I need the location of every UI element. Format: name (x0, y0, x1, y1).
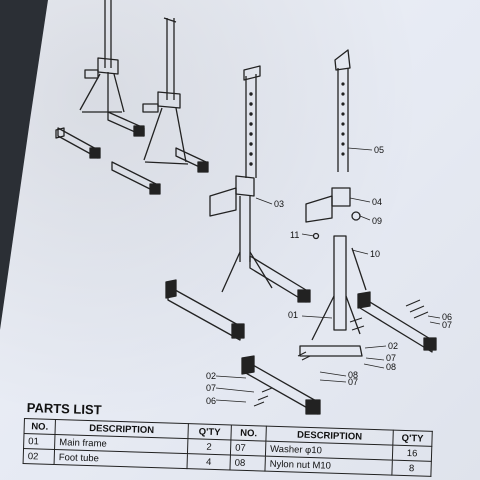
callout-02-left: 02 (206, 371, 216, 381)
header-qty-2: Q'TY (392, 430, 433, 447)
row-2-no: 02 (23, 448, 55, 465)
callout-07-center: 07 (348, 377, 358, 387)
rack-illustration-small-right (111, 17, 209, 195)
row-2-qty-2: 8 (391, 460, 432, 477)
row-1-qty-2: 16 (392, 445, 432, 462)
header-qty: Q'TY (187, 423, 232, 441)
callout-04: 04 (372, 197, 382, 207)
callout-03: 03 (274, 199, 284, 209)
callout-06-left: 06 (206, 396, 216, 406)
callout-07-left: 07 (206, 383, 216, 393)
header-no-2: NO. (230, 425, 267, 442)
callout-01: 01 (288, 310, 298, 320)
callout-11: 11 (290, 230, 299, 240)
callout-08-right: 08 (386, 362, 396, 372)
callout-05: 05 (374, 145, 384, 155)
row-1-no: 01 (23, 433, 55, 450)
parts-list-title: PARTS LIST (26, 400, 102, 418)
callout-07-far-right: 07 (442, 320, 452, 330)
row-2-qty: 4 (186, 453, 231, 470)
rack-illustration-exploded (241, 49, 437, 415)
callout-07-right: 07 (386, 353, 396, 363)
callout-leaders (215, 147, 441, 403)
rack-illustration-main (165, 65, 311, 341)
header-no: NO. (24, 418, 56, 435)
row-1-no-2: 07 (230, 440, 266, 457)
callout-09: 09 (372, 216, 382, 226)
callout-02-right: 02 (388, 341, 398, 351)
callout-08-center: 08 (348, 370, 358, 380)
callout-10: 10 (370, 249, 380, 259)
callout-06-right: 06 (442, 312, 452, 322)
row-1-qty: 2 (187, 438, 231, 456)
rack-illustration-small-left (55, 0, 145, 159)
callout-labels: 05 04 09 03 11 10 01 02 07 08 08 07 02 0… (206, 145, 452, 406)
row-2-no-2: 08 (229, 455, 266, 472)
